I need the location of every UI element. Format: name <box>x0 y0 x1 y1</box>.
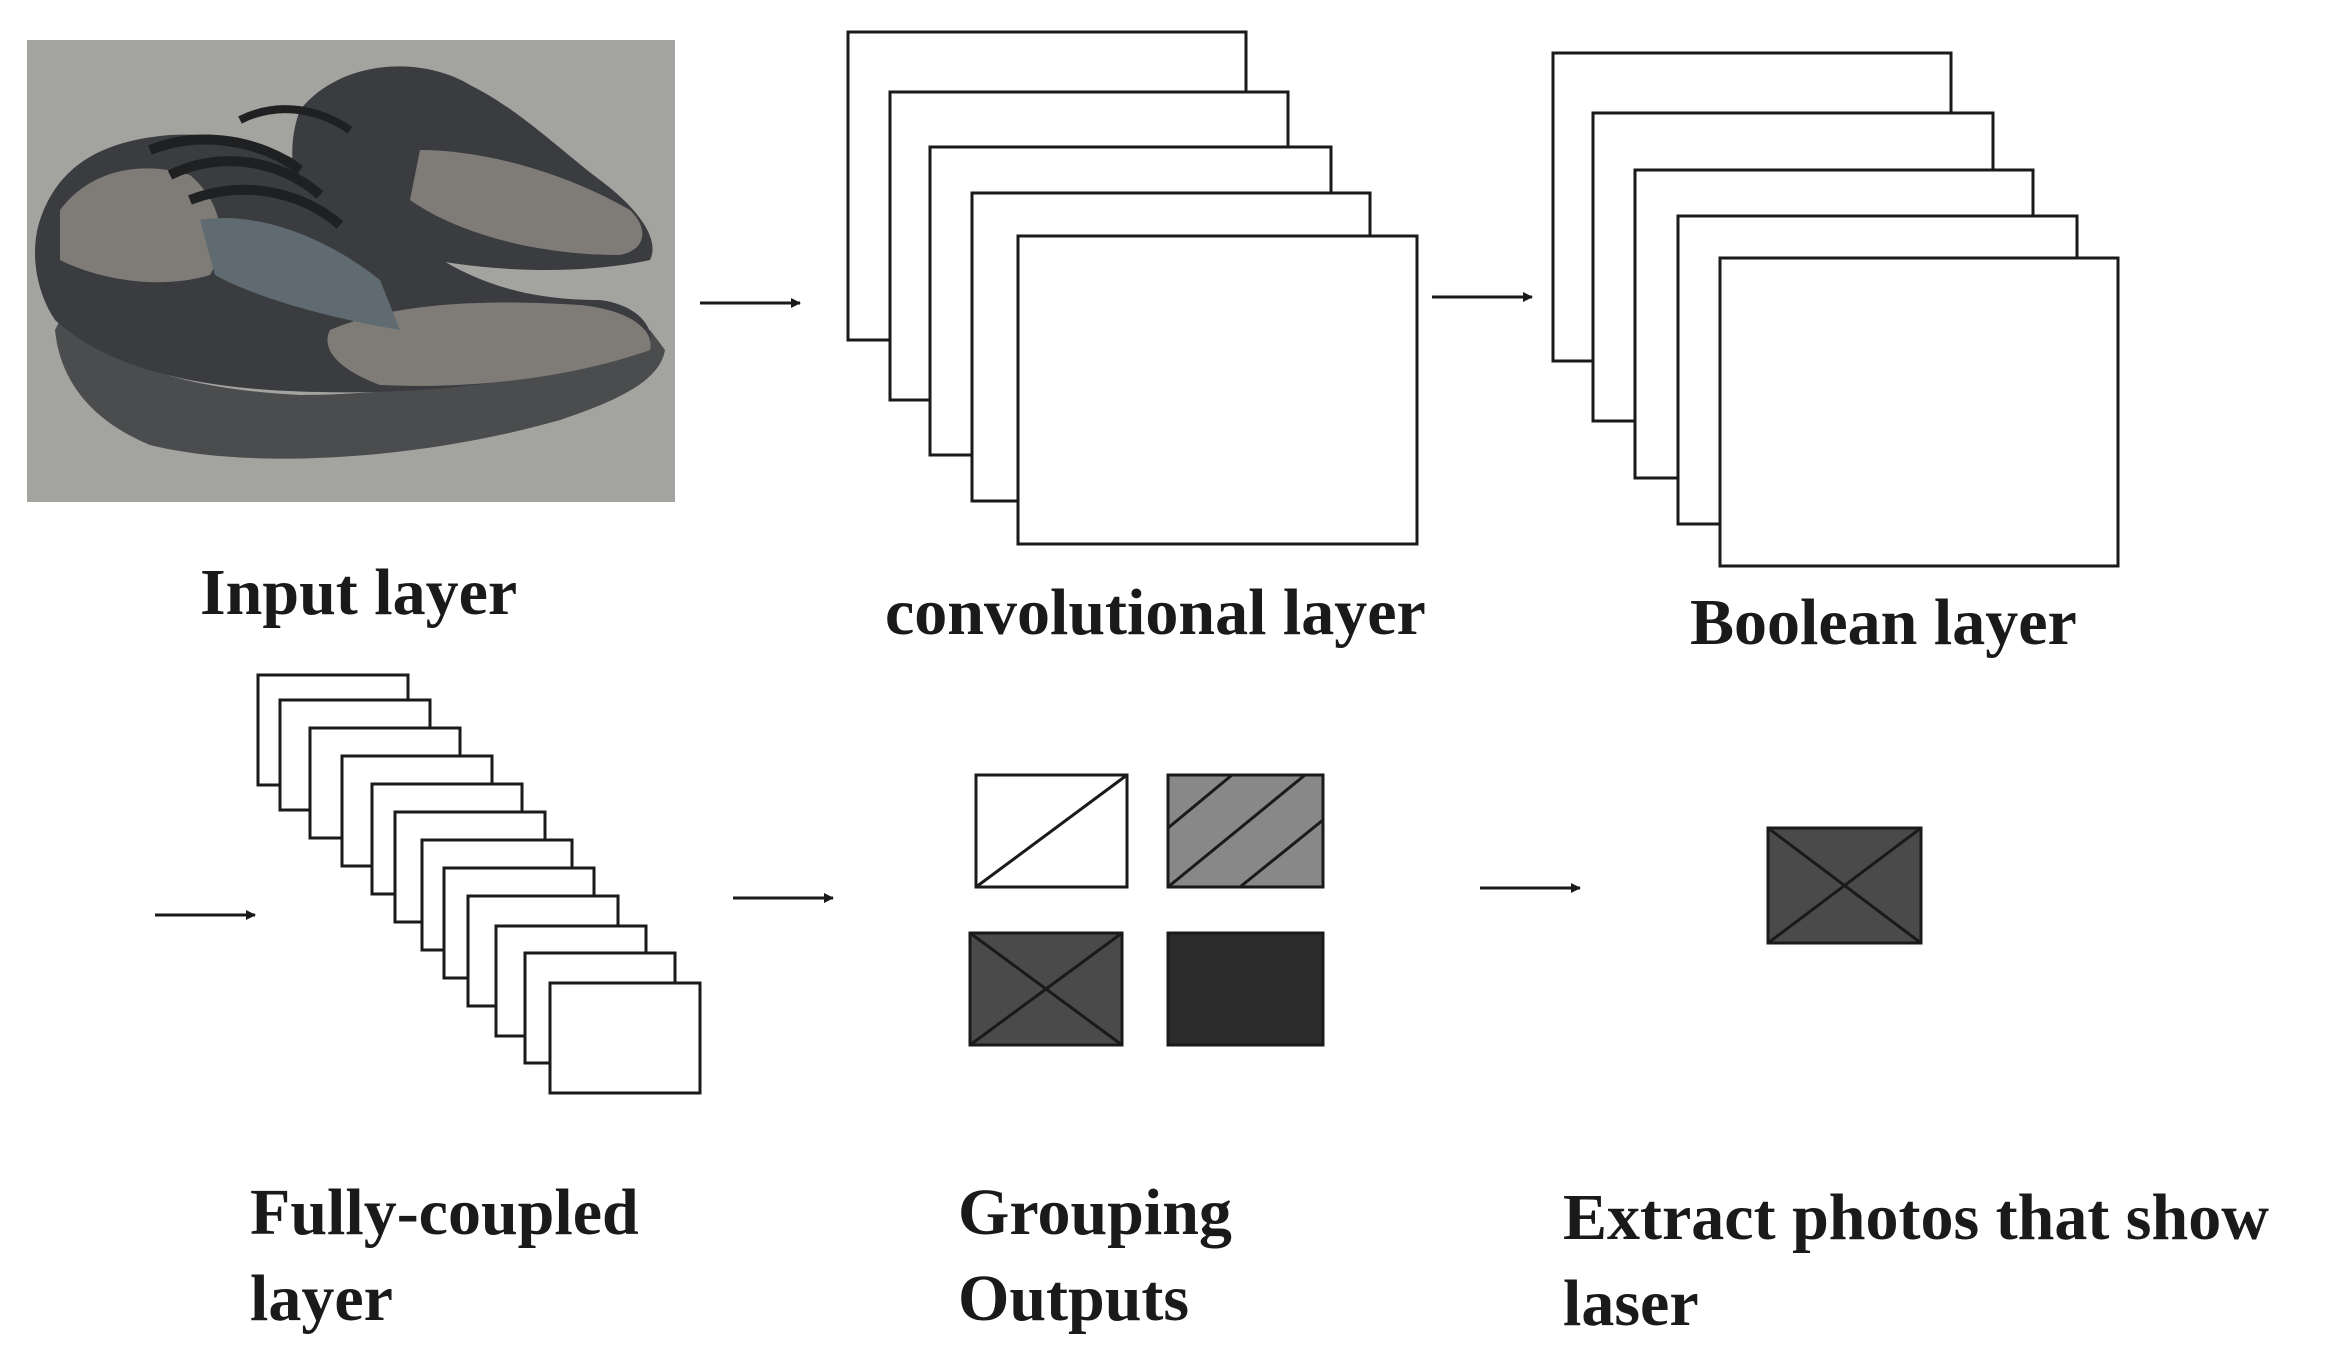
boolean-layer-stack <box>1551 51 2120 568</box>
fc-layer-card <box>548 981 702 1095</box>
group-output-white <box>974 773 1129 889</box>
group-output-crossed <box>968 931 1124 1047</box>
convolutional-layer-stack <box>846 30 1419 546</box>
input-layer-label: Input layer <box>200 550 517 636</box>
group-output-black <box>1166 931 1325 1047</box>
extract-line1: Extract photos that show <box>1563 1181 2269 1254</box>
conv-feature-map <box>1016 234 1419 546</box>
boolean-layer-text: Boolean layer <box>1690 586 2077 659</box>
fully-coupled-line1: Fully-coupled <box>250 1176 639 1249</box>
input-photo <box>27 40 675 502</box>
extract-photos-label: Extract photos that show laser <box>1563 1175 2269 1347</box>
extract-line2: laser <box>1563 1267 1699 1340</box>
grouping-line2: Outputs <box>958 1262 1190 1335</box>
grouping-outputs <box>968 773 1325 1047</box>
convolutional-layer-label: convolutional layer <box>885 570 1426 656</box>
fully-coupled-layer-label: Fully-coupled layer <box>250 1170 639 1342</box>
extracted-output <box>1766 826 1923 945</box>
boolean-feature-map <box>1718 256 2120 568</box>
boolean-layer-label: Boolean layer <box>1690 580 2077 666</box>
group-output-hatched <box>1166 773 1325 889</box>
fully-coupled-line2: layer <box>250 1262 393 1335</box>
fully-coupled-layer-stack <box>256 673 702 1095</box>
input-layer-text: Input layer <box>200 556 518 629</box>
grouping-outputs-label: Grouping Outputs <box>958 1170 1232 1342</box>
flow-arrows <box>155 292 1581 920</box>
convolutional-layer-text: convolutional layer <box>885 576 1426 649</box>
grouping-line1: Grouping <box>958 1176 1232 1249</box>
